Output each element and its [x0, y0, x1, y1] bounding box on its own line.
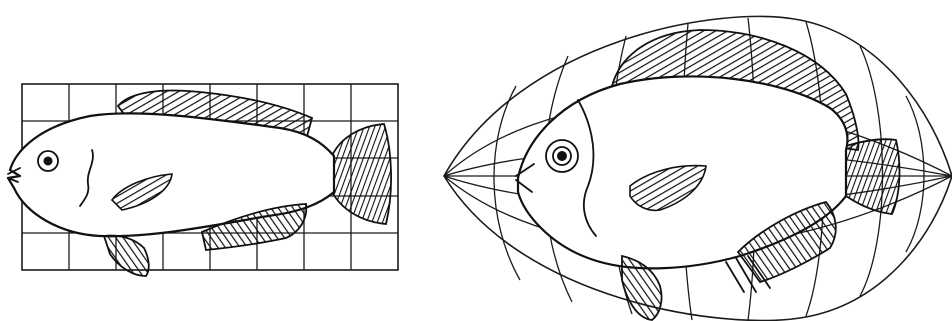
fish-rectangular: [8, 91, 391, 276]
eye-pupil: [44, 157, 53, 166]
fish-curvilinear: [516, 30, 899, 320]
tail-fin-transformed: [846, 139, 899, 214]
tail-fin: [332, 124, 391, 224]
right-panel: [444, 16, 952, 320]
eye-pupil-transformed: [557, 151, 567, 161]
left-panel: [8, 84, 398, 276]
